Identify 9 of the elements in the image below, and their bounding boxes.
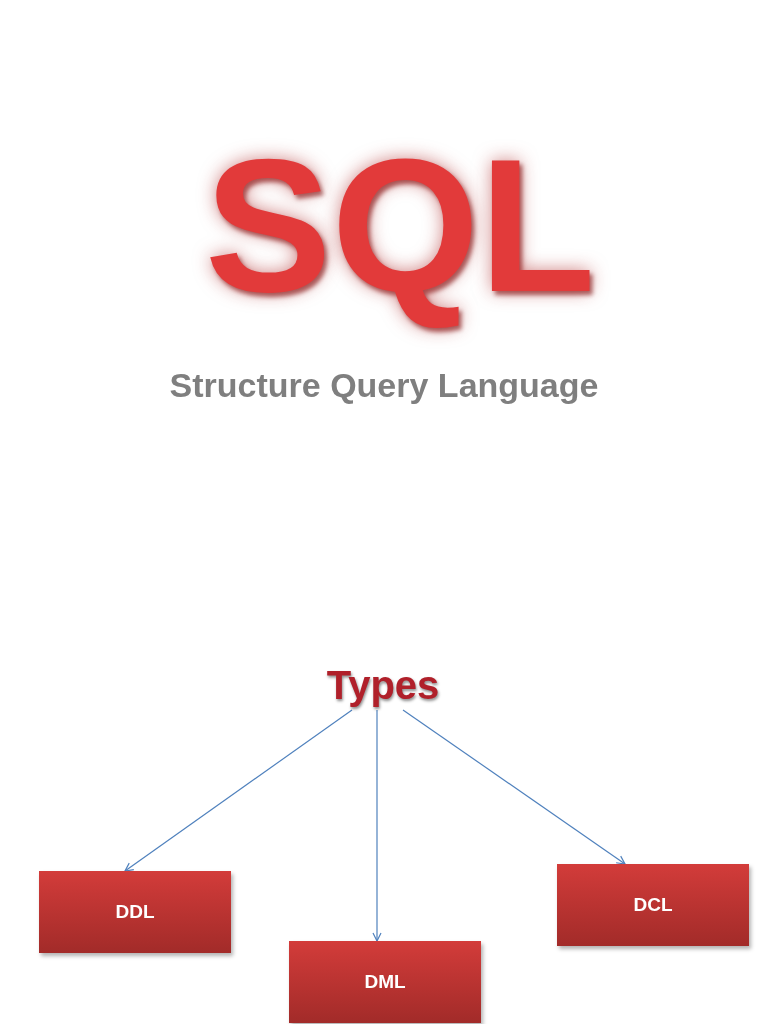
title: SQL [203, 118, 597, 333]
type-box: DML [289, 941, 481, 1023]
arrow [124, 709, 353, 872]
arrow [372, 709, 382, 942]
type-box: DDL [39, 871, 231, 953]
type-box: DCL [557, 864, 749, 946]
subtitle: Structure Query Language [168, 365, 600, 406]
heading-text: Types [318, 660, 448, 710]
arrow [402, 709, 626, 865]
